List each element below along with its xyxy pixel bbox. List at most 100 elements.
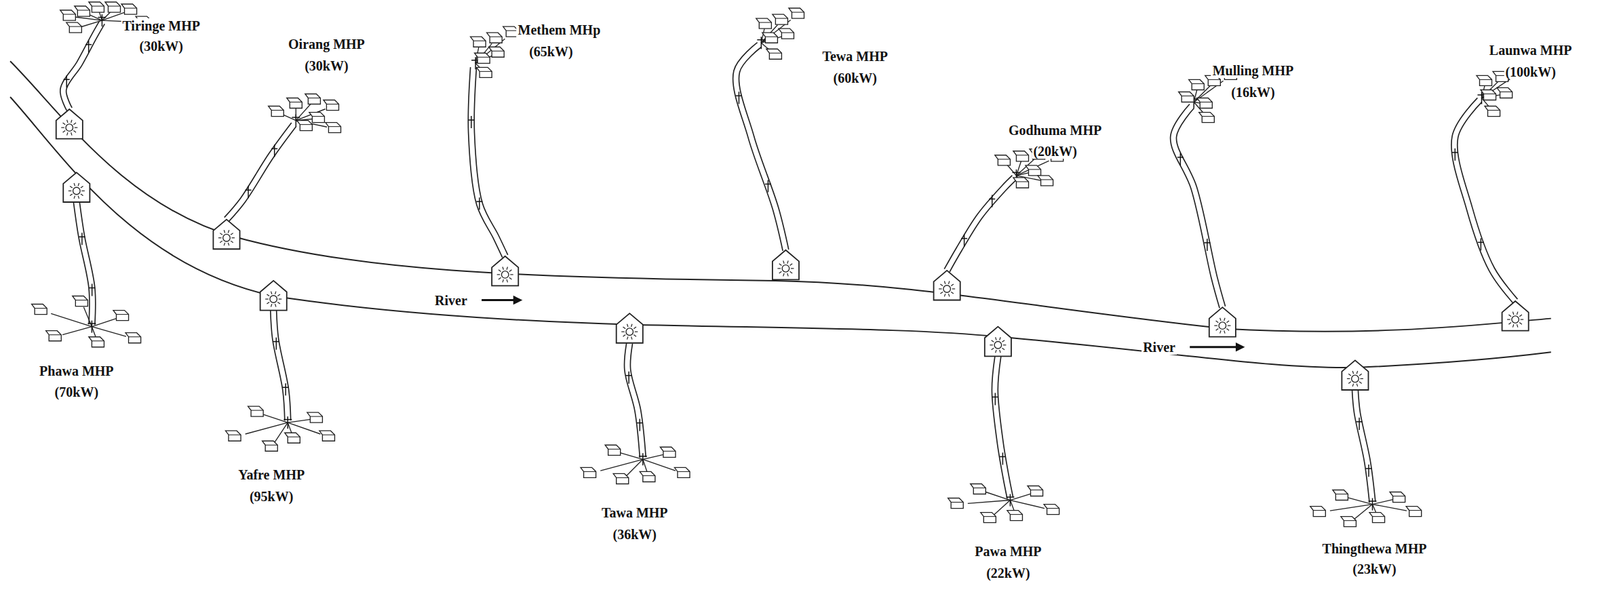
powerhouse <box>491 256 519 287</box>
generator-ray <box>1227 325 1232 327</box>
village-house <box>772 14 789 25</box>
pole <box>101 14 104 27</box>
generator-ray <box>63 122 66 125</box>
village-house-eave <box>758 22 772 24</box>
village-house <box>46 330 62 342</box>
village-house <box>605 444 621 456</box>
line-corridor-inner <box>946 177 1014 271</box>
line-corridor <box>994 356 1011 498</box>
scheme-name: Methem MHp <box>516 22 603 38</box>
pole <box>1454 148 1457 161</box>
village-house <box>1496 87 1513 98</box>
generator-ray <box>1520 319 1525 321</box>
village-house <box>1043 504 1060 515</box>
line-corridor <box>1454 100 1516 302</box>
generator-ray <box>278 298 283 300</box>
flow-arrow <box>481 295 523 306</box>
pole-arm <box>1368 500 1377 502</box>
pole-arm <box>245 189 252 192</box>
generator-ray <box>779 263 783 266</box>
pole-arm <box>638 455 648 458</box>
distribution-line <box>1016 160 1049 176</box>
village-house-eave <box>781 32 794 34</box>
generator-ray <box>1216 320 1219 323</box>
scheme-capacity: (70kW) <box>53 384 100 400</box>
pole-arm <box>273 341 280 343</box>
generator-ray <box>277 301 281 304</box>
generator-ray <box>1359 373 1362 376</box>
village-house <box>88 2 105 13</box>
pole-arm <box>756 39 766 41</box>
village-house <box>489 46 505 57</box>
village-house <box>580 467 597 478</box>
village-house <box>613 473 629 484</box>
generator-ray <box>223 242 225 246</box>
generator-ray <box>991 340 995 343</box>
distribution-line <box>1372 504 1408 512</box>
line-corridor <box>627 343 643 458</box>
village-house-eave <box>75 299 88 301</box>
pole <box>88 40 90 53</box>
scheme-capacity: (36kW) <box>611 527 658 542</box>
line-corridor <box>226 124 294 220</box>
pole <box>274 144 276 157</box>
powerhouse <box>1341 360 1369 390</box>
pole-arm <box>78 236 85 238</box>
village-house-eave <box>1028 168 1042 170</box>
pole <box>1358 417 1360 431</box>
generator-ray <box>995 349 997 353</box>
village-house-eave <box>326 103 339 105</box>
line-corridor-inner <box>226 124 294 220</box>
generator-ray <box>991 347 995 350</box>
generator-ray <box>230 233 234 236</box>
village-house-eave <box>1201 115 1215 117</box>
generator-ray <box>790 267 795 269</box>
scheme-name: Launwa MHP <box>1488 42 1574 58</box>
scheme-capacity: (60kW) <box>832 70 879 86</box>
village-house <box>105 2 121 13</box>
village-house <box>225 430 241 441</box>
pole <box>994 392 997 405</box>
hydro-scheme <box>948 326 1060 523</box>
hydro-scheme <box>31 172 142 347</box>
powerhouse <box>56 109 83 140</box>
village-house-eave <box>48 334 62 336</box>
river-label: River <box>433 293 469 308</box>
village-house-eave <box>1409 510 1422 511</box>
pole-arm <box>992 396 999 399</box>
powerhouse <box>1502 301 1529 331</box>
generator-ray <box>497 274 501 275</box>
pole-arm <box>283 419 292 421</box>
scheme-name: Pawa MHP <box>973 543 1043 559</box>
scheme-name: Godhuma MHP <box>1007 122 1103 138</box>
pole <box>276 337 278 350</box>
village-house <box>766 48 783 60</box>
generator-ray <box>1516 324 1518 327</box>
village-house-eave <box>311 115 325 117</box>
pole <box>284 383 287 396</box>
pole-arm <box>271 148 278 150</box>
generator-ray <box>1507 319 1511 321</box>
hydro-scheme <box>1310 360 1422 527</box>
generator-symbol <box>1351 375 1360 383</box>
village-house <box>1037 175 1054 186</box>
village-house <box>309 112 325 123</box>
pole-arm <box>97 16 106 19</box>
village-house <box>323 100 340 111</box>
pole <box>639 419 641 432</box>
generator-ray <box>80 185 84 188</box>
generator-ray <box>1224 318 1225 321</box>
pole <box>1206 238 1208 251</box>
village-house-eave <box>663 451 676 452</box>
generator-ray <box>1519 322 1523 325</box>
village-house-eave <box>271 109 284 111</box>
village-house <box>262 440 279 452</box>
village-house <box>1013 151 1029 162</box>
hydro-scheme <box>1452 67 1529 331</box>
generator-ray <box>621 331 625 333</box>
village-house-eave <box>1199 101 1213 103</box>
generator-ray <box>80 193 84 197</box>
generator-ray <box>940 284 943 287</box>
village-house-eave <box>1181 95 1194 97</box>
